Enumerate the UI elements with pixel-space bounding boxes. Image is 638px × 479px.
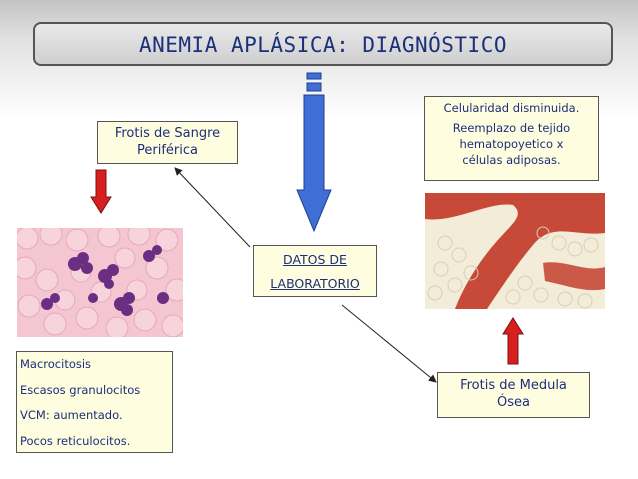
frotis-sangre-box: Frotis de Sangre Periférica: [97, 121, 238, 164]
datos-line1: DATOS DE: [283, 252, 347, 267]
frotis-medula-line1: Frotis de Medula: [460, 378, 567, 393]
big-blue-down-arrow: [296, 72, 332, 233]
frotis-sangre-line2: Periférica: [137, 143, 198, 158]
celularidad-line1: Celularidad disminuida.: [443, 101, 580, 115]
arrow-to-frotis-medula: [341, 304, 437, 383]
finding-vcm: VCM: aumentado.: [20, 408, 123, 422]
bone-marrow-image: [425, 193, 605, 309]
frotis-medula-line2: Ósea: [497, 395, 530, 410]
celularidad-box: Celularidad disminuida. Reemplazo de tej…: [424, 96, 599, 181]
celularidad-line2: Reemplazo de tejido: [452, 121, 571, 135]
datos-laboratorio-box: DATOS DE LABORATORIO: [253, 245, 377, 297]
celularidad-line4: células adiposas.: [462, 153, 561, 167]
red-up-arrow: [502, 317, 524, 365]
blood-smear-image: [17, 228, 183, 337]
celularidad-line3: hematopoyetico x: [459, 137, 564, 151]
red-down-arrow: [90, 169, 112, 214]
findings-box: Macrocitosis Escasos granulocitos VCM: a…: [16, 351, 173, 453]
frotis-sangre-line1: Frotis de Sangre: [114, 126, 221, 141]
finding-macrocitosis: Macrocitosis: [20, 357, 92, 371]
frotis-medula-box: Frotis de Medula Ósea: [437, 372, 590, 418]
arrow-to-frotis-sangre: [174, 167, 251, 248]
finding-reticulocitos: Pocos reticulocitos.: [20, 433, 131, 448]
datos-line2: LABORATORIO: [270, 276, 360, 291]
title-banner: ANEMIA APLÁSICA: DIAGNÓSTICO: [33, 22, 613, 66]
slide-title: ANEMIA APLÁSICA: DIAGNÓSTICO: [138, 33, 507, 57]
finding-granulocitos: Escasos granulocitos: [20, 382, 141, 397]
